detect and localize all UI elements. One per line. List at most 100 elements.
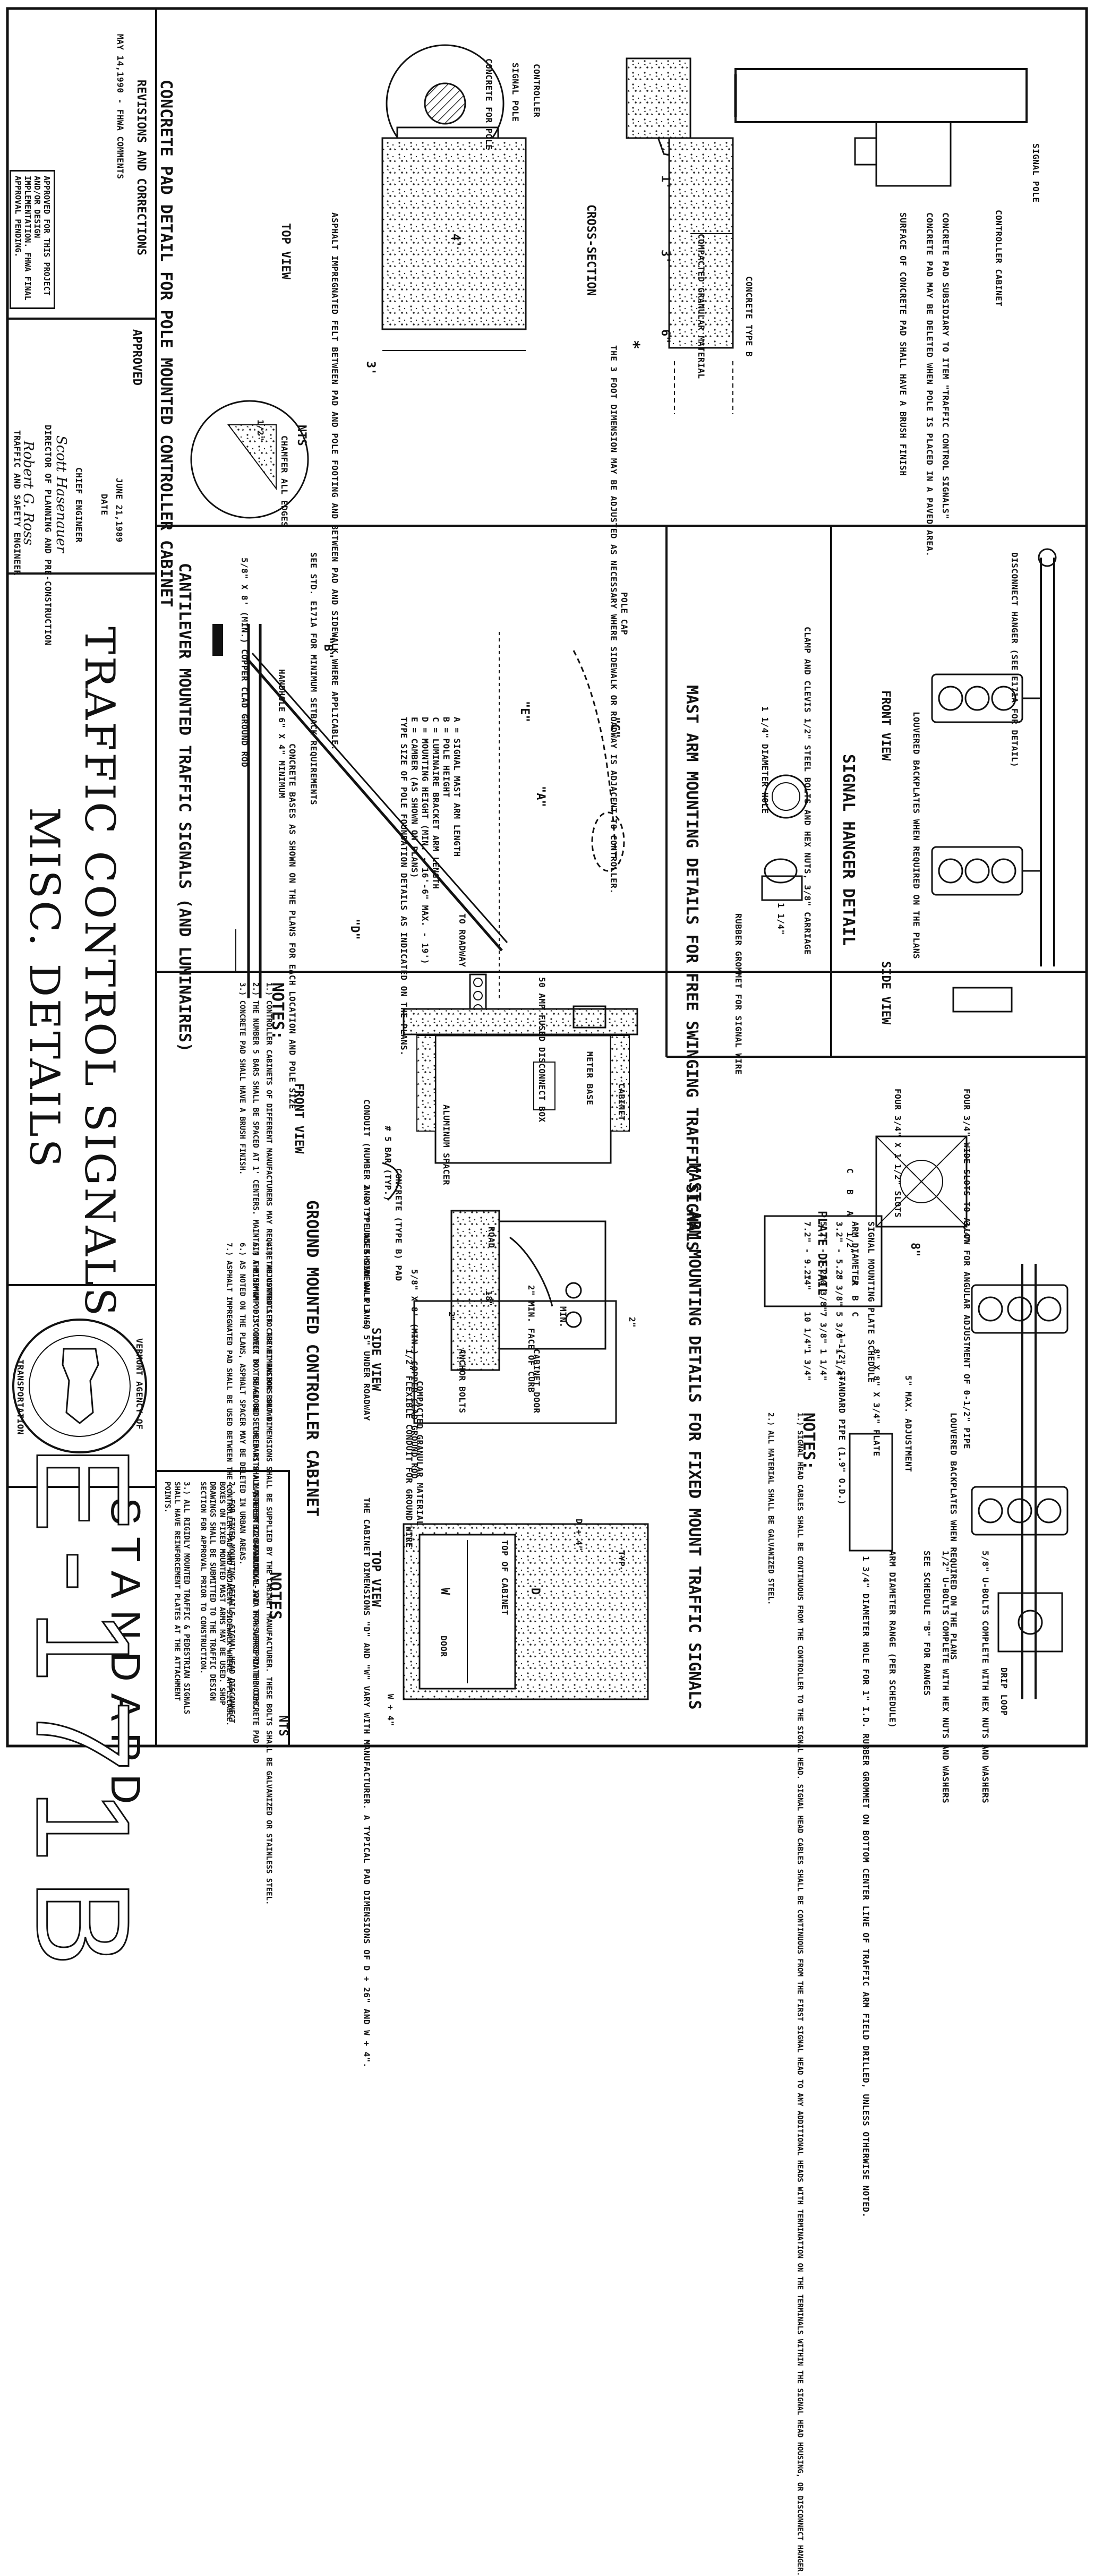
schedule-row1-arm: 3.2" - 5.2" bbox=[834, 1221, 844, 1281]
dim-B: "B" bbox=[321, 637, 335, 658]
dim-3ft-top: 3' bbox=[364, 361, 377, 375]
ubolts-label: 5/8" U-BOLTS COMPLETE WITH HEX NUTS AND … bbox=[980, 1551, 990, 1804]
cantilever-legend-b: B = POLE HEIGHT bbox=[441, 717, 451, 798]
plate-dim-8: 8" bbox=[908, 1243, 921, 1257]
disconnect-box-label: 50 AMP FUSED DISCONNECT BOX bbox=[537, 977, 547, 1123]
ground-front-view: FRONT VIEW bbox=[292, 1083, 305, 1154]
ground-note-3: 3.) CONCRETE PAD SHALL HAVE A BRUSH FINI… bbox=[238, 982, 246, 1175]
to-roadway: TO ROADWAY bbox=[457, 913, 467, 968]
cantilever-legend-c: C = LUMINAIRE BRACKET ARM LENGTH bbox=[431, 717, 441, 889]
asphalt-note: ASPHALT IMPREGNATED FELT BETWEEN PAD AND… bbox=[330, 212, 340, 751]
traffic-signature: Robert G. Ross bbox=[20, 441, 36, 545]
dim-4ft: 4' bbox=[449, 234, 462, 248]
top-dim-typ: TYP. bbox=[617, 1551, 627, 1572]
director-signature: Scott Hasenauer bbox=[53, 435, 69, 553]
setback-note: SEE STD. E171A FOR MINIMUM SETBACK REQUI… bbox=[309, 552, 319, 806]
spacer-label: ALUMINUM SPACER bbox=[441, 1105, 451, 1185]
top-view-title: TOP VIEW bbox=[279, 223, 292, 279]
drawing-linework bbox=[6, 7, 1088, 1748]
schedule-row1-c: 1 1/4" bbox=[834, 1349, 844, 1381]
agency-top: VERMONT AGENCY OF bbox=[134, 1338, 144, 1430]
flex-conduit-label: 1/2" FLEXIBLE CONDUIT FOR GROUND WIRE bbox=[404, 1349, 414, 1548]
dim-note: THE CABINET DIMENSIONS "D" AND "W" VARY … bbox=[362, 1497, 372, 2068]
schedule-row3-a: 14" bbox=[802, 1274, 813, 1291]
schedule-title: SIGNAL MOUNTING PLATE SCHEDULE bbox=[866, 1221, 876, 1383]
side-dim-2ft: 2' bbox=[447, 1312, 457, 1323]
chamfer-detail-circle bbox=[190, 400, 309, 519]
slots-note-2: FOUR 3/4" X 1 1/2" SLOTS bbox=[893, 1089, 903, 1218]
cantilever-ground-rod: 5/8" X 8' (MIN.) COPPER CLAD GROUND ROD bbox=[240, 558, 250, 768]
concrete-pad-label: CONCRETE (TYPE B) PAD bbox=[394, 1168, 404, 1281]
standard-code: E-171B bbox=[8, 1444, 158, 1984]
schedule-header-b: B bbox=[850, 1296, 860, 1302]
top-dim-D4: D + 4" bbox=[574, 1519, 584, 1551]
handhole-label: HANDHOLE 6" X 4" MINIMUM bbox=[277, 669, 287, 799]
schedule-header-c: C bbox=[850, 1312, 860, 1317]
label-concrete-type-b: CONCRETE TYPE B bbox=[744, 276, 754, 357]
pad-nts: NTS bbox=[295, 425, 308, 446]
general-notes-title: NOTES bbox=[266, 1572, 284, 1620]
footnote-star: * bbox=[624, 340, 643, 350]
agency-seal bbox=[12, 1319, 147, 1453]
bar-label-front: # 5 BAR (TYP.) bbox=[383, 1126, 393, 1201]
schedule-row2-arm: 5.2" - 7.2" bbox=[818, 1221, 828, 1281]
schedule-row2-b: 7 3/8" bbox=[818, 1312, 828, 1344]
cantilever-title: CANTILEVER MOUNTED TRAFFIC SIGNALS (AND … bbox=[175, 563, 194, 1052]
pole-cap-label: POLE CAP bbox=[619, 592, 629, 636]
road-label: ROAD bbox=[486, 1227, 497, 1248]
meter-base-label: METER BASE bbox=[585, 1051, 595, 1106]
traffic-engineer-label: TRAFFIC AND SAFETY ENGINEER bbox=[12, 430, 22, 576]
cantilever-legend-d: D = MOUNTING HEIGHT (MIN. - 16'-6" MAX. … bbox=[420, 717, 430, 965]
side-dim-18in: 18" bbox=[484, 1290, 494, 1307]
label-compacted: COMPACTED GRANULAR MATERIAL bbox=[696, 234, 706, 379]
dim-D: "D" bbox=[348, 919, 361, 940]
label-signal-pole-top: SIGNAL POLE bbox=[510, 63, 520, 122]
concrete-pad-title: CONCRETE PAD DETAIL FOR POLE MOUNTED CON… bbox=[157, 80, 175, 607]
cabinet-label: CABINET bbox=[617, 1083, 627, 1121]
top-dim-2in: 2" bbox=[627, 1317, 637, 1328]
cantilever-legend-type: TYPE SIZE OF POLE FOUNDATION DETAILS AS … bbox=[399, 717, 409, 1056]
plate-dim-b: B bbox=[845, 1189, 855, 1195]
slots-note-1: FOUR 3/4" WIDE SLOTS TO ALLOW FOR ANGULA… bbox=[962, 1089, 972, 1449]
schedule-table-frame bbox=[764, 1215, 883, 1307]
ground-note-6: 6.) AS NOTED ON THE PLANS, ASPHALT SPACE… bbox=[238, 1243, 246, 1565]
director-label: DIRECTOR OF PLANNING AND PRE-CONSTRUCTIO… bbox=[43, 425, 53, 646]
hanger-front-view: FRONT VIEW bbox=[879, 690, 892, 761]
grommet-label: RUBBER GROMMET FOR SIGNAL WIRE bbox=[733, 913, 743, 1075]
dim-A: "A" bbox=[534, 786, 547, 807]
grommet-hole-label: 1 3/4" DIAMETER HOLE FOR 1" I.D. RUBBER … bbox=[861, 1556, 871, 2218]
schedule-header-arm: ARM DIAMETER bbox=[850, 1221, 860, 1286]
top-dim-W4: W + 4" bbox=[386, 1694, 396, 1726]
cantilever-legend-e: E = CAMBER (AS SHOWN ON PLANS) bbox=[409, 717, 420, 878]
hanger-louvered: LOUVERED BACKPLATES WHEN REQUIRED ON THE… bbox=[911, 712, 921, 960]
dim-C: "C" bbox=[608, 717, 621, 738]
cross-section-title: CROSS-SECTION bbox=[584, 204, 597, 296]
approved-date: JUNE 21,1989 bbox=[114, 478, 124, 543]
fixed-note-1: 1.) SIGNAL HEAD CABLES SHALL BE CONTINUO… bbox=[796, 1413, 804, 2576]
pad-note-3: SURFACE OF CONCRETE PAD SHALL HAVE A BRU… bbox=[898, 212, 908, 476]
schedule-row2-c: 1 1/4" bbox=[818, 1349, 828, 1381]
under-sidewalk-label: 2'-0 3" UNDER SIDEWALK 3'-0 5" UNDER ROA… bbox=[362, 1184, 372, 1421]
fixed-note-2: 2.) ALL MATERIAL SHALL BE GALVANIZED STE… bbox=[766, 1413, 775, 1605]
outer-border bbox=[6, 7, 1088, 1748]
max-adjustment: 5" MAX. ADJUSTMENT bbox=[903, 1375, 913, 1473]
chamfer-note: CHAMFER ALL EDGES bbox=[279, 435, 289, 527]
main-title-line2: MISC. DETAILS bbox=[20, 807, 68, 1170]
top-dim-D: D bbox=[528, 1588, 542, 1595]
plate-dim-a: A bbox=[845, 1211, 855, 1217]
pad-note-1: CONCRETE PAD SUBSIDIARY TO ITEM "TRAFFIC… bbox=[941, 212, 951, 519]
revision-entry: MAY 14,1990 - FHWA COMMENTS bbox=[115, 34, 125, 179]
schedule-row2-a: 10 3/8" bbox=[818, 1274, 828, 1312]
disconnect-hanger: DISCONNECT HANGER (SEE E171A FOR DETAIL) bbox=[1010, 552, 1020, 768]
drawing-sheet: REVISIONS AND CORRECTIONS MAY 14,1990 - … bbox=[6, 7, 1088, 2576]
cantilever-legend-a: A = SIGNAL MAST ARM LENGTH bbox=[452, 717, 462, 857]
label-controller: CONTROLLER bbox=[532, 64, 542, 118]
clamp-label: CLAMP AND CLEVIS 1/2" STEEL BOLTS AND HE… bbox=[802, 627, 813, 955]
top-door-label: DOOR bbox=[439, 1636, 449, 1657]
schedule-row1-b: 5 3/8" bbox=[834, 1312, 844, 1344]
revisions-title: REVISIONS AND CORRECTIONS bbox=[134, 80, 148, 256]
plate-dim-qtr: 3/4" bbox=[962, 1221, 972, 1243]
approval-stamp: APPROVED FOR THIS PROJECT AND/OR DESIGN … bbox=[10, 170, 55, 309]
arm-range-label: ARM DIAMETER RANGE (PER SCHEDULE) bbox=[887, 1551, 898, 1728]
cabinet-door-label: CABINET DOOR bbox=[532, 1349, 542, 1414]
